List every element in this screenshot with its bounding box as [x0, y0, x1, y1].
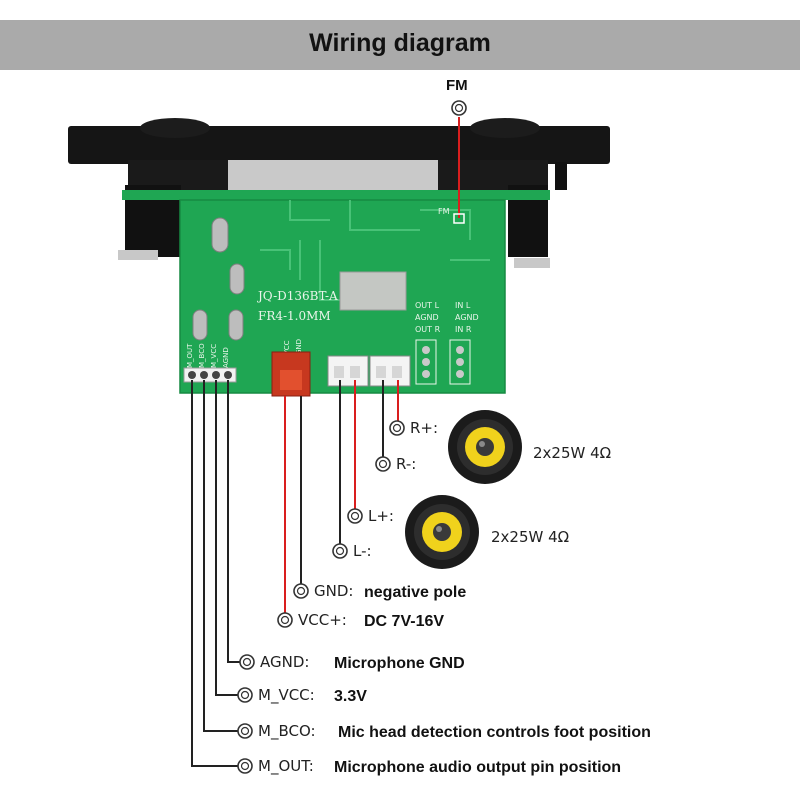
- svg-text:Microphone audio output pin po: Microphone audio output pin position: [334, 759, 621, 776]
- svg-text:AGND:: AGND:: [260, 653, 309, 671]
- callout-agnd: AGND: Microphone GND: [239, 653, 465, 672]
- callout-r-minus: R-:: [375, 455, 416, 473]
- silk-power-pins: VCC GND: [283, 339, 303, 355]
- silk-mic-pins: M_OUT M_BCO M_VCC AGND: [186, 343, 230, 368]
- svg-text:R+:: R+:: [410, 419, 438, 437]
- svg-text:M_OUT: M_OUT: [186, 343, 194, 368]
- board-fm-silk: FM: [438, 207, 450, 216]
- callout-m-vcc: M_VCC: 3.3V: [237, 686, 367, 705]
- callout-m-out: M_OUT: Microphone audio output pin posit…: [237, 757, 621, 776]
- svg-text:M_VCC:: M_VCC:: [258, 686, 315, 705]
- svg-text:3.3V: 3.3V: [334, 688, 367, 705]
- svg-text:negative pole: negative pole: [364, 584, 466, 601]
- board-model-text: JQ-D136BT-A: [256, 289, 338, 303]
- svg-text:OUT R: OUT R: [415, 325, 441, 334]
- speaker-right-spec: 2x25W 4Ω: [533, 444, 611, 462]
- wires: [191, 380, 399, 767]
- callout-vcc: VCC+: DC 7V-16V: [277, 611, 444, 630]
- svg-text:IN L: IN L: [455, 301, 471, 310]
- fm-antenna-callout: FM: [446, 77, 468, 224]
- fm-label: FM: [446, 77, 468, 94]
- title-banner: [0, 20, 800, 70]
- svg-text:M_BCO:: M_BCO:: [258, 722, 316, 741]
- pcb-board: JQ-D136BT-A FR4-1.0MM FM OUT L IN L AGND…: [122, 190, 550, 397]
- silk-io-labels: OUT L IN L AGND AGND OUT R IN R: [415, 301, 479, 334]
- board-spec-text: FR4-1.0MM: [258, 309, 331, 323]
- svg-text:VCC: VCC: [283, 340, 291, 355]
- svg-text:OUT L: OUT L: [415, 301, 440, 310]
- svg-text:M_BCO: M_BCO: [198, 343, 206, 368]
- svg-text:L-:: L-:: [353, 542, 372, 560]
- svg-text:AGND: AGND: [222, 347, 230, 368]
- svg-text:Mic head detection controls fo: Mic head detection controls foot positio…: [338, 724, 651, 741]
- svg-text:R-:: R-:: [396, 455, 416, 473]
- svg-text:M_VCC: M_VCC: [210, 344, 218, 368]
- svg-text:M_OUT:: M_OUT:: [258, 757, 314, 776]
- speaker-left-spec: 2x25W 4Ω: [491, 528, 569, 546]
- svg-text:DC 7V-16V: DC 7V-16V: [364, 613, 444, 630]
- diagram-title: Wiring diagram: [309, 29, 491, 57]
- callout-l-plus: L+:: [347, 507, 394, 525]
- svg-text:AGND: AGND: [455, 313, 479, 322]
- svg-text:Microphone GND: Microphone GND: [334, 655, 465, 672]
- svg-text:GND: GND: [295, 339, 303, 355]
- callout-l-minus: L-:: [332, 542, 372, 560]
- callout-gnd: GND: negative pole: [293, 582, 466, 601]
- speaker-left-icon: [405, 495, 479, 569]
- speaker-right-icon: [448, 410, 522, 484]
- callout-m-bco: M_BCO: Mic head detection controls foot …: [237, 722, 651, 741]
- fm-pin-marker: [451, 100, 467, 116]
- callout-r-plus: R+:: [389, 419, 438, 437]
- svg-text:L+:: L+:: [368, 507, 394, 525]
- svg-text:VCC+:: VCC+:: [298, 611, 347, 629]
- svg-text:IN R: IN R: [455, 325, 472, 334]
- svg-text:AGND: AGND: [415, 313, 439, 322]
- svg-text:GND:: GND:: [314, 582, 353, 600]
